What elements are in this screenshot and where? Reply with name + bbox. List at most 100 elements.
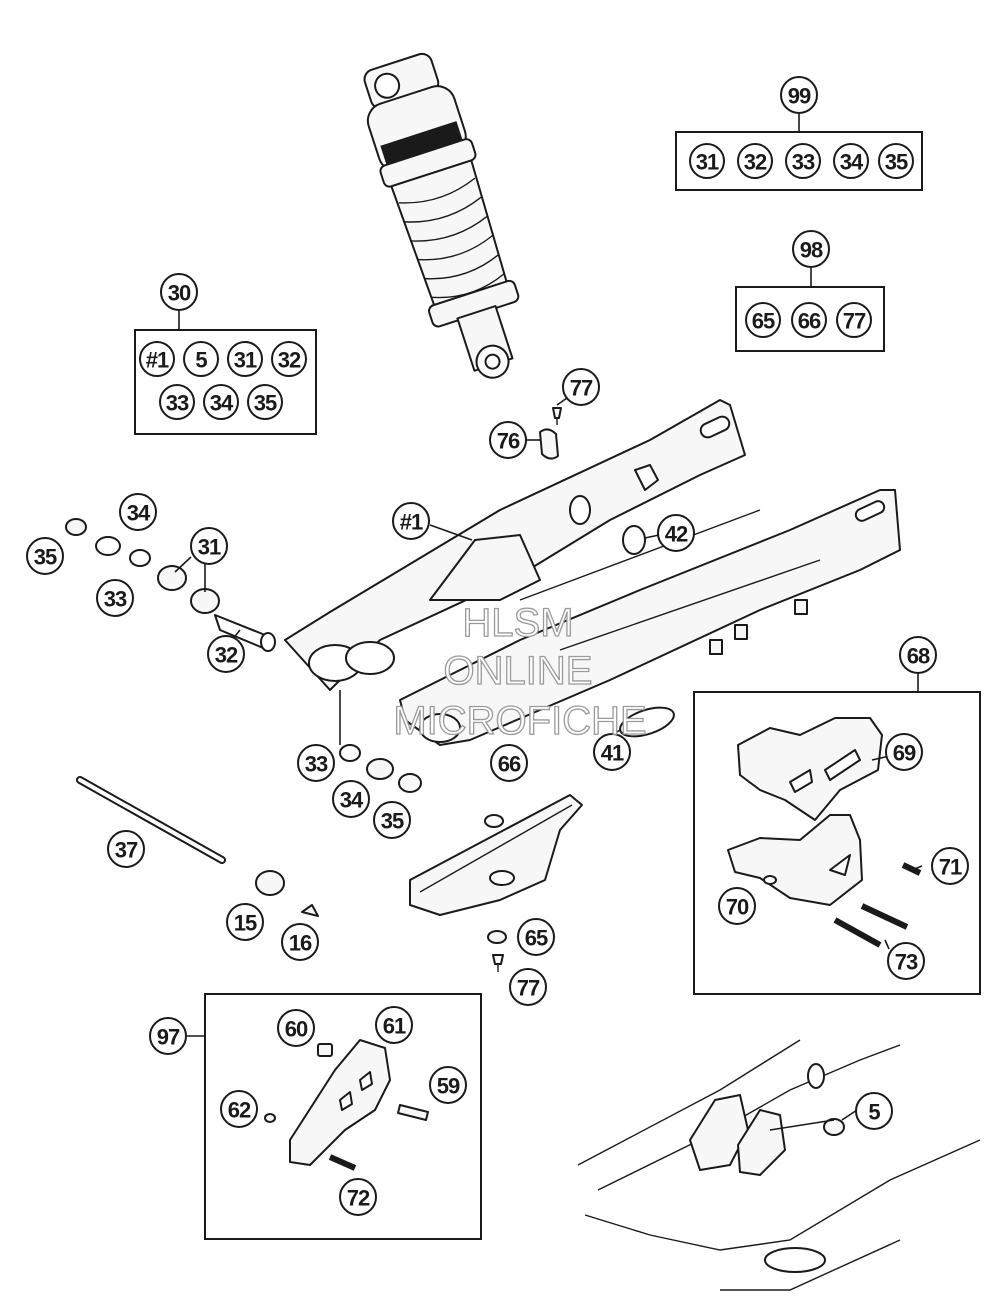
svg-text:59: 59 xyxy=(437,1074,460,1099)
callout-69[interactable]: 69 xyxy=(885,733,923,771)
svg-text:33: 33 xyxy=(166,391,189,416)
kit-30-item[interactable]: #1 xyxy=(139,341,175,377)
svg-text:69: 69 xyxy=(893,741,916,766)
svg-text:35: 35 xyxy=(381,809,404,834)
svg-text:99: 99 xyxy=(788,84,811,109)
svg-text:77: 77 xyxy=(517,976,540,1001)
callout-34[interactable]: 34 xyxy=(332,780,370,818)
svg-text:34: 34 xyxy=(127,501,151,526)
kit-68-box xyxy=(693,691,981,995)
callout-33[interactable]: 33 xyxy=(297,744,335,782)
callout-42[interactable]: 42 xyxy=(657,514,695,552)
svg-text:32: 32 xyxy=(278,348,301,373)
kit-98-item[interactable]: 65 xyxy=(745,302,781,338)
svg-text:5: 5 xyxy=(195,348,207,373)
svg-text:97: 97 xyxy=(157,1025,180,1050)
kit-30-callout[interactable]: 30 xyxy=(160,273,198,311)
svg-text:42: 42 xyxy=(665,522,688,547)
svg-text:34: 34 xyxy=(840,150,864,175)
kit-30-item[interactable]: 31 xyxy=(227,341,263,377)
callout-77[interactable]: 77 xyxy=(509,968,547,1006)
callout-41[interactable]: 41 xyxy=(593,733,631,771)
callout-60[interactable]: 60 xyxy=(277,1009,315,1047)
callout-72[interactable]: 72 xyxy=(339,1178,377,1216)
kit-98: 98 65 66 77 xyxy=(735,230,885,352)
kit-30-item[interactable]: 34 xyxy=(203,384,239,420)
svg-text:#1: #1 xyxy=(146,348,169,373)
callout-5[interactable]: 5 xyxy=(855,1092,893,1130)
kit-98-callout[interactable]: 98 xyxy=(792,230,830,268)
callout-77[interactable]: 77 xyxy=(562,368,600,406)
svg-text:98: 98 xyxy=(800,238,823,263)
callout-34[interactable]: 34 xyxy=(119,493,157,531)
svg-text:76: 76 xyxy=(497,429,520,454)
kit-99-item[interactable]: 35 xyxy=(878,143,914,179)
svg-text:33: 33 xyxy=(104,587,127,612)
kit-30-item[interactable]: 32 xyxy=(271,341,307,377)
svg-text:66: 66 xyxy=(498,752,521,777)
kit-99: 99 31 32 33 34 35 xyxy=(675,76,923,191)
callout-61[interactable]: 61 xyxy=(375,1006,413,1044)
callout-59[interactable]: 59 xyxy=(429,1066,467,1104)
watermark-line-1: HLSM xyxy=(462,601,573,645)
svg-text:77: 77 xyxy=(843,309,866,334)
watermark-line-2: ONLINE xyxy=(444,649,593,693)
svg-text:65: 65 xyxy=(752,309,775,334)
kit-30-item[interactable]: 35 xyxy=(247,384,283,420)
svg-text:35: 35 xyxy=(254,391,277,416)
kit-30: 30 #1 5 31 32 33 34 35 xyxy=(134,273,317,435)
callout-37[interactable]: 37 xyxy=(107,830,145,868)
shock-absorber xyxy=(363,52,520,379)
callout-76[interactable]: 76 xyxy=(489,421,527,459)
svg-text:34: 34 xyxy=(340,788,364,813)
svg-text:61: 61 xyxy=(383,1014,406,1039)
callout-71[interactable]: 71 xyxy=(931,847,969,885)
callout-35[interactable]: 35 xyxy=(373,801,411,839)
svg-text:31: 31 xyxy=(198,535,221,560)
svg-text:31: 31 xyxy=(696,150,719,175)
svg-text:77: 77 xyxy=(570,376,593,401)
kit-99-item[interactable]: 34 xyxy=(833,143,869,179)
callout-swingarm[interactable]: #1 xyxy=(392,502,430,540)
kit-30-item[interactable]: 5 xyxy=(183,341,219,377)
callout-73[interactable]: 73 xyxy=(887,942,925,980)
kit-99-callout[interactable]: 99 xyxy=(780,76,818,114)
svg-text:35: 35 xyxy=(34,545,57,570)
svg-text:5: 5 xyxy=(868,1100,880,1125)
kit-98-box xyxy=(735,286,885,352)
svg-text:33: 33 xyxy=(792,150,815,175)
svg-text:68: 68 xyxy=(907,644,930,669)
kit-97-box xyxy=(204,993,482,1240)
svg-text:16: 16 xyxy=(289,931,312,956)
callout-62[interactable]: 62 xyxy=(220,1090,258,1128)
callout-15[interactable]: 15 xyxy=(226,903,264,941)
svg-text:65: 65 xyxy=(525,926,548,951)
kit-30-item[interactable]: 33 xyxy=(159,384,195,420)
svg-text:71: 71 xyxy=(939,855,962,880)
kit-99-item[interactable]: 31 xyxy=(689,143,725,179)
kit-98-item[interactable]: 77 xyxy=(836,302,872,338)
svg-text:31: 31 xyxy=(234,348,257,373)
svg-text:32: 32 xyxy=(215,643,238,668)
callout-66[interactable]: 66 xyxy=(490,744,528,782)
kit-99-item[interactable]: 33 xyxy=(785,143,821,179)
callout-31[interactable]: 31 xyxy=(190,527,228,565)
watermark: HLSM ONLINE MICROFICHE xyxy=(393,600,648,743)
callout-65[interactable]: 65 xyxy=(517,918,555,956)
frame-detail xyxy=(577,1039,981,1291)
kit-97-callout[interactable]: 97 xyxy=(149,1017,187,1055)
svg-text:70: 70 xyxy=(726,895,749,920)
svg-text:34: 34 xyxy=(210,391,234,416)
kit-99-item[interactable]: 32 xyxy=(737,143,773,179)
svg-text:41: 41 xyxy=(601,741,624,766)
kit-68-callout[interactable]: 68 xyxy=(899,636,937,674)
callout-70[interactable]: 70 xyxy=(718,887,756,925)
callout-32[interactable]: 32 xyxy=(207,635,245,673)
callout-16[interactable]: 16 xyxy=(281,923,319,961)
kit-97: 97 xyxy=(149,993,482,1240)
callout-35[interactable]: 35 xyxy=(26,537,64,575)
svg-text:66: 66 xyxy=(798,309,821,334)
kit-98-item[interactable]: 66 xyxy=(791,302,827,338)
svg-text:35: 35 xyxy=(885,150,908,175)
callout-33[interactable]: 33 xyxy=(96,579,134,617)
